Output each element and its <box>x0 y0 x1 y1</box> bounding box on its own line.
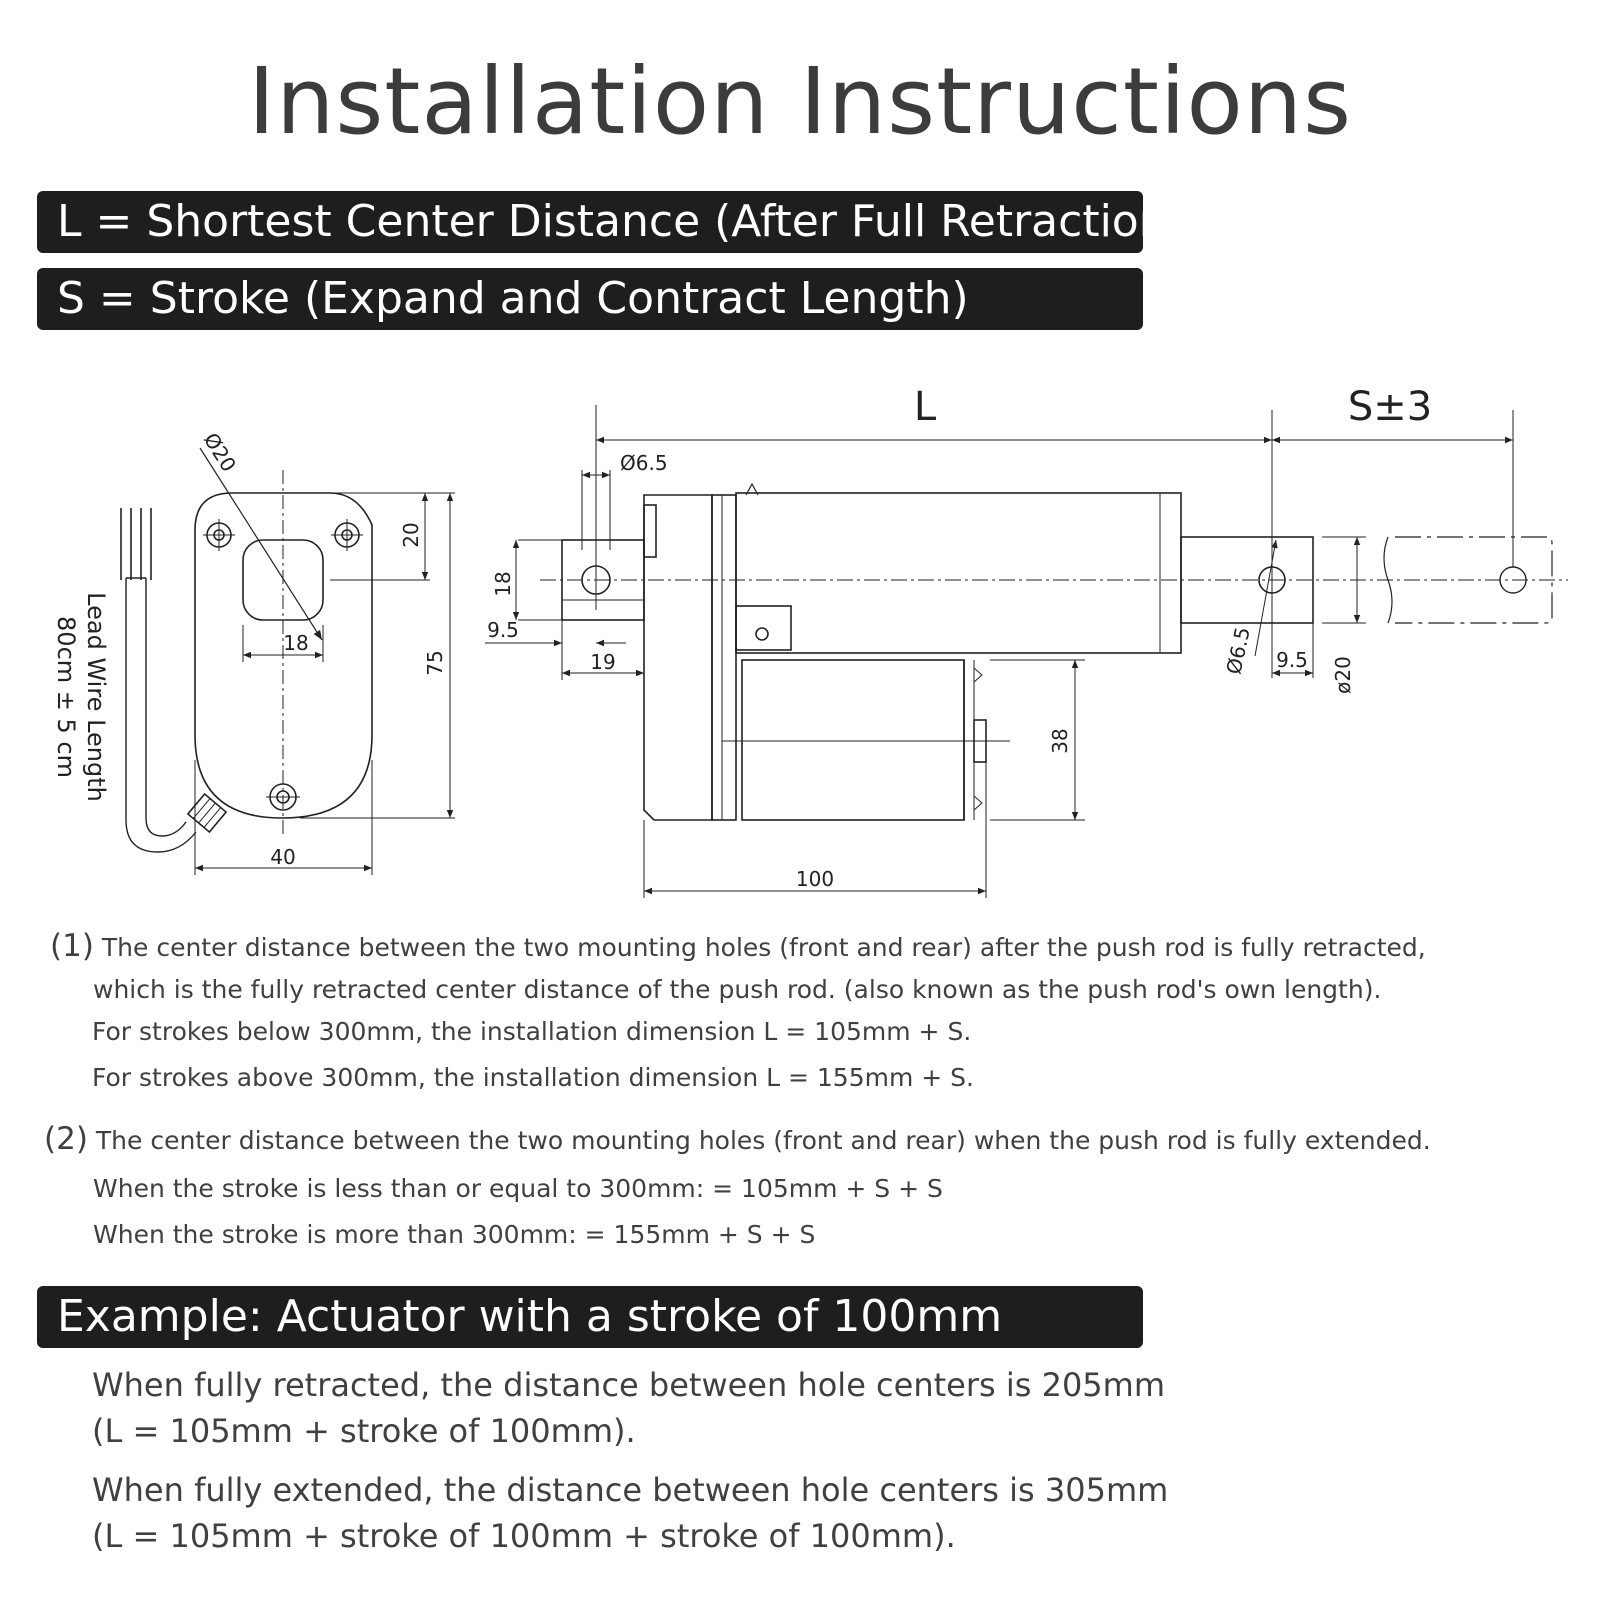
label-end-20: 20 <box>399 522 423 547</box>
side-view-labels: L S±3 Ø6.5 18 9.5 19 Ø6.5 9.5 ø20 38 100 <box>487 384 1432 891</box>
note-2-line-3: When the stroke is more than 300mm: = 15… <box>93 1220 816 1249</box>
label-stroke: S±3 <box>1348 384 1432 430</box>
actuator-dimension-drawing: Ø20 20 18 75 40 Lead Wire Length 80cm ± … <box>52 384 1568 898</box>
label-lead-wire-1: Lead Wire Length <box>82 592 110 802</box>
example-retracted-line-1: When fully retracted, the distance betwe… <box>92 1366 1165 1404</box>
label-rear-18: 18 <box>491 571 515 596</box>
motor-body <box>741 659 965 821</box>
note-2-marker: (2) <box>44 1121 88 1157</box>
note-1-line-2: which is the fully retracted center dist… <box>93 975 1382 1004</box>
housing-flange <box>711 494 737 821</box>
outer-tube <box>735 492 1182 654</box>
label-end-dia20: Ø20 <box>199 428 241 476</box>
example-retracted-line-2: (L = 105mm + stroke of 100mm). <box>92 1412 636 1450</box>
definition-banner-s: S = Stroke (Expand and Contract Length) <box>37 268 1143 330</box>
note-1-line-4: For strokes above 300mm, the installatio… <box>92 1063 974 1092</box>
label-left-9-5: 9.5 <box>487 618 519 642</box>
label-L: L <box>914 384 937 430</box>
definition-banner-l: L = Shortest Center Distance (After Full… <box>37 191 1184 253</box>
label-19: 19 <box>590 650 615 674</box>
wire-gland <box>186 792 228 834</box>
label-front-dia6-5: Ø6.5 <box>1221 625 1254 677</box>
label-end-18: 18 <box>283 631 308 655</box>
note-2-line-1: The center distance between the two moun… <box>95 1126 1431 1155</box>
note-1-marker: (1) <box>50 928 94 964</box>
label-100: 100 <box>796 867 834 891</box>
label-lead-wire-2: 80cm ± 5 cm <box>52 616 80 778</box>
inner-rod <box>1180 536 1314 624</box>
label-end-40: 40 <box>270 845 295 869</box>
note-1-line-1: The center distance between the two moun… <box>101 933 1426 962</box>
end-view <box>120 447 455 875</box>
note-1: (1) The center distance between the two … <box>50 928 1426 964</box>
note-2: (2) The center distance between the two … <box>44 1121 1431 1157</box>
example-banner: Example: Actuator with a stroke of 100mm <box>37 1286 1143 1348</box>
note-2-line-2: When the stroke is less than or equal to… <box>93 1174 943 1203</box>
label-rod-dia20: ø20 <box>1331 656 1355 694</box>
end-view-body <box>194 492 373 819</box>
example-extended-line-1: When fully extended, the distance betwee… <box>92 1471 1169 1509</box>
lead-wire <box>125 578 197 853</box>
label-rear-dia6-5: Ø6.5 <box>620 451 668 475</box>
note-1-line-3: For strokes below 300mm, the installatio… <box>92 1017 972 1046</box>
label-end-75: 75 <box>423 650 447 675</box>
side-view <box>485 405 1568 898</box>
page-title: Installation Instructions <box>247 48 1353 155</box>
label-38: 38 <box>1048 728 1072 753</box>
rear-housing <box>643 494 713 821</box>
end-view-recess <box>242 539 324 621</box>
label-right-9-5: 9.5 <box>1276 648 1308 672</box>
end-view-labels: Ø20 20 18 75 40 Lead Wire Length 80cm ± … <box>52 428 447 869</box>
example-extended-line-2: (L = 105mm + stroke of 100mm + stroke of… <box>92 1517 956 1555</box>
